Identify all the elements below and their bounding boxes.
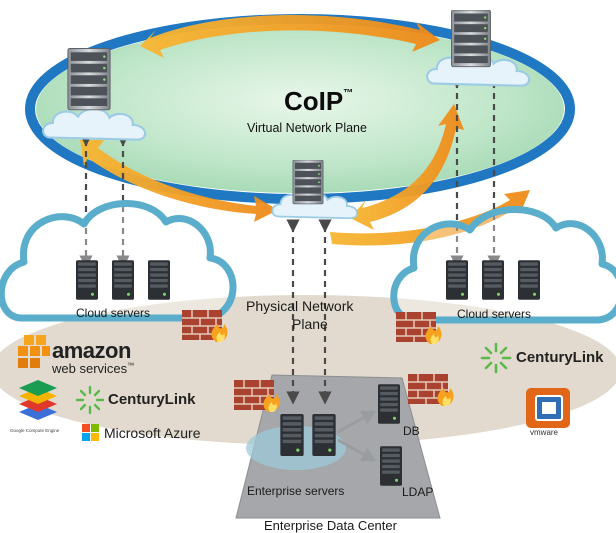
- cloud-server-icon: [446, 260, 468, 300]
- vmware-wordmark: vmware: [530, 428, 559, 437]
- enterprise-servers-label: Enterprise servers: [247, 484, 345, 498]
- datacenter-label: Enterprise Data Center: [264, 518, 397, 533]
- aws-cubes-icon: [18, 335, 50, 368]
- db-label: DB: [403, 424, 420, 438]
- firewall-icon-enterprise: [234, 379, 280, 412]
- right-cloud-label: Cloud servers: [457, 307, 532, 321]
- firewall-icon-db: [408, 373, 454, 406]
- cloud-server-icon: [148, 260, 170, 300]
- right-cloud-outline: [390, 206, 616, 324]
- enterprise-links: [337, 410, 377, 462]
- firewall-icon-left: [182, 309, 228, 342]
- cloud-server-icon: [518, 260, 540, 300]
- ldap-server-icon: [380, 446, 402, 486]
- coip-subtitle: Virtual Network Plane: [247, 121, 367, 135]
- centurylink-icon-right: [480, 342, 512, 374]
- centurylink-icon-left: [75, 385, 105, 415]
- coip-trademark: ™: [343, 88, 354, 99]
- enterprise-server-icon: [312, 414, 336, 456]
- db-server-icon: [378, 384, 400, 424]
- coip-title: CoIP™: [284, 86, 353, 117]
- centurylink-wordmark-right: CenturyLink: [516, 349, 604, 366]
- vmware-icon: [526, 388, 570, 428]
- microsoft-icon: [82, 424, 99, 441]
- physical-plane-label-line1: Physical Network: [246, 298, 354, 314]
- firewall-icon-right: [396, 311, 442, 344]
- right-cloud-servers: [446, 260, 540, 300]
- aws-wordmark: web services™: [52, 361, 134, 376]
- google-compute-engine-label: Google Compute Engine: [10, 428, 60, 433]
- google-compute-engine-icon: [19, 380, 57, 420]
- rack-server-icon: [451, 10, 491, 68]
- enterprise-server-icon: [280, 414, 304, 456]
- physical-plane-ground: [0, 295, 616, 445]
- left-cloud-label: Cloud servers: [76, 306, 151, 320]
- coip-ellipse: [36, 25, 564, 193]
- physical-plane-label-line2: Plane: [292, 316, 328, 332]
- rack-server-icon: [67, 48, 111, 111]
- aws-trademark: ™: [127, 362, 135, 370]
- ldap-label: LDAP: [402, 485, 434, 499]
- cloud-server-icon: [482, 260, 504, 300]
- cloud-server-icon: [76, 260, 98, 300]
- coip-title-text: CoIP: [284, 86, 344, 116]
- azure-wordmark: Microsoft Azure: [104, 425, 201, 441]
- rack-server-icon: [292, 160, 324, 205]
- cloud-server-icon: [112, 260, 134, 300]
- aws-wordmark-text: web services: [52, 361, 128, 376]
- amazon-wordmark: amazon: [52, 338, 131, 363]
- left-cloud-servers: [76, 260, 170, 300]
- centurylink-wordmark-left: CenturyLink: [108, 391, 196, 408]
